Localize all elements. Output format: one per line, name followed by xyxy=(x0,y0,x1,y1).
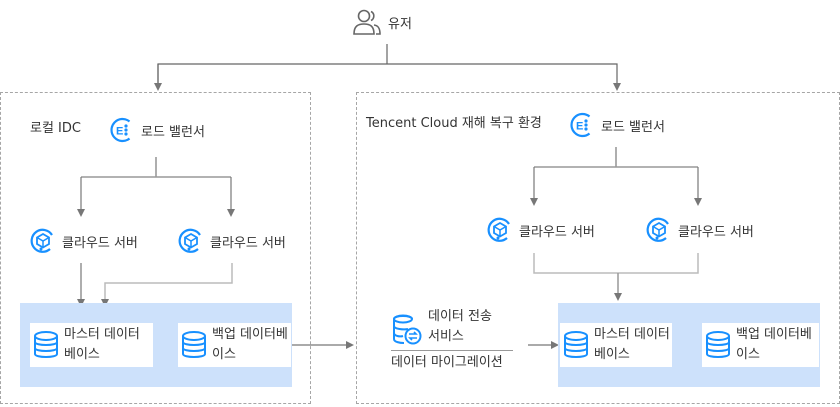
dts-divider xyxy=(391,350,513,351)
cloud-server-2-label: 클라우드 서버 xyxy=(678,224,754,240)
local-cloud-server-1[interactable]: 클라우드 서버 xyxy=(30,228,138,254)
local-cloud-server-2-label: 클라우드 서버 xyxy=(210,235,286,251)
local-load-balancer[interactable]: E 로드 밸런서 xyxy=(109,117,205,143)
local-cloud-server-1-label: 클라우드 서버 xyxy=(62,235,138,251)
label-line-2: 이스 xyxy=(212,347,236,362)
cloud-server-db-connector xyxy=(533,253,699,301)
label-line-2: 베이스 xyxy=(64,347,100,362)
cloud-load-balancer[interactable]: E 로드 밸런서 xyxy=(569,112,665,138)
users-icon xyxy=(353,9,381,35)
user-connector xyxy=(154,44,621,91)
local-db-group: 마스터 데이터 베이스 백업 데이터베 이스 xyxy=(20,303,292,387)
user-label: 유저 xyxy=(388,16,412,32)
cloud-lb-connector xyxy=(530,147,702,206)
cloud-server-1[interactable]: 클라우드 서버 xyxy=(487,217,595,243)
cloud-server-icon xyxy=(487,217,510,242)
local-lb-connector xyxy=(77,157,235,217)
local-master-db-label: 마스터 데이터 베이스 xyxy=(64,325,150,365)
label-line-2: 서비스 xyxy=(428,329,464,344)
cloud-master-db-label: 마스터 데이터 베이스 xyxy=(594,325,672,365)
local-server-db-connector xyxy=(77,263,233,307)
label-line-1: 마스터 데이터 xyxy=(64,327,140,342)
data-transmission-icon xyxy=(393,314,422,345)
local-master-db[interactable]: 마스터 데이터 베이스 xyxy=(30,323,153,367)
database-icon xyxy=(182,331,206,358)
cloud-server-icon xyxy=(178,228,201,253)
database-icon xyxy=(706,331,730,358)
label-line-2: 베이스 xyxy=(594,347,630,362)
dts-caption: 데이터 마이그레이션 xyxy=(391,355,503,370)
load-balancer-icon: E xyxy=(570,112,591,138)
database-icon xyxy=(34,331,58,358)
database-icon xyxy=(564,331,588,358)
label-line-1: 백업 데이터베 xyxy=(736,327,812,342)
cloud-server-1-label: 클라우드 서버 xyxy=(519,224,595,240)
local-idc-title: 로컬 IDC xyxy=(30,121,81,136)
cloud-server-2[interactable]: 클라우드 서버 xyxy=(646,217,754,243)
local-cloud-server-2[interactable]: 클라우드 서버 xyxy=(178,228,286,254)
cloud-load-balancer-label: 로드 밸런서 xyxy=(601,119,665,135)
cloud-server-icon xyxy=(30,228,53,253)
dts-label: 데이터 전송 서비스 xyxy=(428,307,492,347)
label-line-1: 마스터 데이터 xyxy=(594,327,670,342)
cloud-backup-db[interactable]: 백업 데이터베 이스 xyxy=(702,323,819,367)
cloud-db-group: 마스터 데이터 베이스 백업 데이터베 이스 xyxy=(558,303,820,387)
cloud-server-icon xyxy=(646,217,669,242)
local-backup-db[interactable]: 백업 데이터베 이스 xyxy=(178,323,291,367)
local-idc-zone xyxy=(0,92,311,404)
label-line-2: 이스 xyxy=(736,347,760,362)
cloud-backup-db-label: 백업 데이터베 이스 xyxy=(736,325,819,365)
local-load-balancer-label: 로드 밸런서 xyxy=(141,124,205,140)
svg-text:E: E xyxy=(116,126,123,138)
cloud-master-db[interactable]: 마스터 데이터 베이스 xyxy=(560,323,672,367)
user-node: 유저 xyxy=(352,8,412,36)
svg-text:E: E xyxy=(576,121,583,133)
tencent-cloud-title: Tencent Cloud 재해 복구 환경 xyxy=(366,116,542,131)
load-balancer-icon: E xyxy=(110,117,131,143)
label-line-1: 데이터 전송 xyxy=(428,309,492,324)
local-backup-db-label: 백업 데이터베 이스 xyxy=(212,325,291,365)
label-line-1: 백업 데이터베 xyxy=(212,327,288,342)
